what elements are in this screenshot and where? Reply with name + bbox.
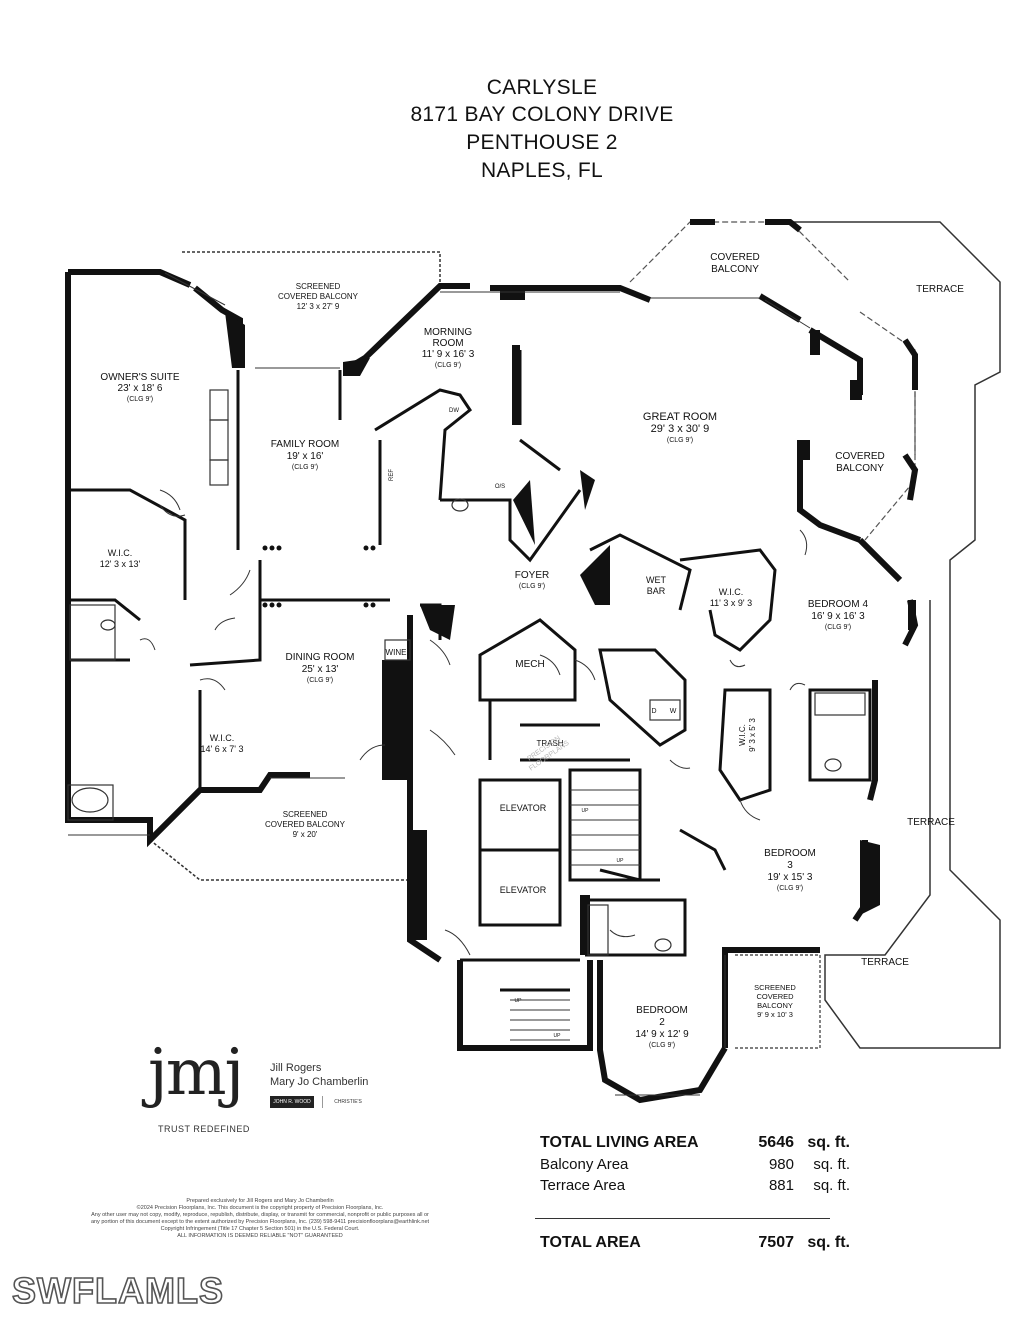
address: 8171 BAY COLONY DRIVE xyxy=(410,103,674,126)
dryer-label: D xyxy=(651,708,656,715)
covered-balcony-top-outline xyxy=(629,221,851,283)
wic-bedroom4-label: W.I.C.11' 3 x 9' 3 xyxy=(710,587,752,608)
wine-label: WINE xyxy=(386,648,407,657)
total-unit: sq. ft. xyxy=(807,1234,850,1251)
brokerage-logo: JOHN R. WOOD PROPERTIES xyxy=(270,1096,314,1117)
fixtures xyxy=(67,389,866,956)
wic-bedroom3-label: W.I.C.9' 3 x 5' 3 xyxy=(738,718,757,752)
interior-walls xyxy=(68,350,872,992)
structural-blocks xyxy=(225,285,916,955)
credit-line: Any other user may not copy, modify, rep… xyxy=(91,1212,429,1218)
unit-name: PENTHOUSE 2 xyxy=(466,131,618,154)
terrace-top-label: TERRACE xyxy=(916,284,964,295)
mech-label: MECH xyxy=(515,659,544,670)
terrace-outline xyxy=(790,221,1001,1049)
terrace-right-label: TERRACE xyxy=(907,817,955,828)
area-unit: sq. ft. xyxy=(813,1156,850,1173)
total-label: TOTAL AREA xyxy=(540,1234,641,1251)
stair-up-label-4: UP xyxy=(554,1033,562,1039)
ovs-label: O/S xyxy=(495,484,505,490)
total-value: 7507 xyxy=(758,1234,794,1251)
trash-label: TRASH xyxy=(536,739,563,748)
stair-up-label-1: UP xyxy=(582,808,590,814)
ref-label: REF xyxy=(389,469,395,481)
screened-balcony-bottom-outline xyxy=(149,820,411,881)
windows xyxy=(68,272,916,1096)
agent-name-2: Mary Jo Chamberlin xyxy=(270,1076,369,1088)
copyright-credits: Prepared exclusively for Jill Rogers and… xyxy=(60,1198,460,1240)
dw-label: DW xyxy=(449,408,459,414)
agent-logo: jmj Jill Rogers Mary Jo Chamberlin JOHN … xyxy=(140,1036,400,1140)
area-value: 881 xyxy=(768,1177,794,1194)
elevator2-label: ELEVATOR xyxy=(500,885,547,895)
washer-label: W xyxy=(670,708,677,715)
credit-line: any portion of this document except to t… xyxy=(90,1219,430,1225)
credit-line: ALL INFORMATION IS DEEMED RELIABLE "NOT"… xyxy=(177,1233,343,1239)
stair-up-label-2: UP xyxy=(617,858,625,864)
logo-tagline: TRUST REDEFINED xyxy=(158,1124,250,1134)
screened-balcony-top-outline xyxy=(182,251,441,286)
wic-small-label: W.I.C.14' 6 x 7' 3 xyxy=(201,733,244,754)
area-label: Terrace Area xyxy=(540,1177,626,1194)
door-swings xyxy=(139,489,808,956)
total-divider xyxy=(535,1218,830,1219)
credit-line: Prepared exclusively for Jill Rogers and… xyxy=(186,1198,334,1204)
building-name: CARLYSLE xyxy=(486,76,598,99)
christies-logo: CHRISTIE'S xyxy=(322,1096,373,1108)
area-label: Balcony Area xyxy=(540,1156,629,1173)
credit-line: Copyright Infringement (Title 17 Chapter… xyxy=(160,1226,360,1232)
agent-name-1: Jill Rogers xyxy=(270,1062,322,1074)
city: NAPLES, FL xyxy=(480,159,604,182)
mls-watermark: SWFLAMLS xyxy=(11,1269,224,1312)
area-unit: sq. ft. xyxy=(807,1134,850,1151)
credit-line: ©2024 Precision Floorplans, Inc. This do… xyxy=(136,1205,384,1211)
stair-up-label-3: UP xyxy=(515,998,523,1004)
screened-balcony-br-outline xyxy=(735,954,821,1049)
terrace-bottom-label: TERRACE xyxy=(861,957,909,968)
jmj-logo-mark: jmj xyxy=(148,1036,244,1110)
area-value: 5646 xyxy=(758,1134,794,1151)
area-label: TOTAL LIVING AREA xyxy=(540,1134,699,1151)
area-value: 980 xyxy=(768,1156,794,1173)
stairs xyxy=(510,789,640,1041)
column-dots xyxy=(262,545,376,608)
elevator1-label: ELEVATOR xyxy=(500,803,547,813)
wic-owner-label: W.I.C.12' 3 x 13' xyxy=(100,548,141,569)
foyer-label: FOYER(CLG 9') xyxy=(515,570,549,590)
area-unit: sq. ft. xyxy=(813,1177,850,1194)
exterior-walls xyxy=(65,219,919,1104)
